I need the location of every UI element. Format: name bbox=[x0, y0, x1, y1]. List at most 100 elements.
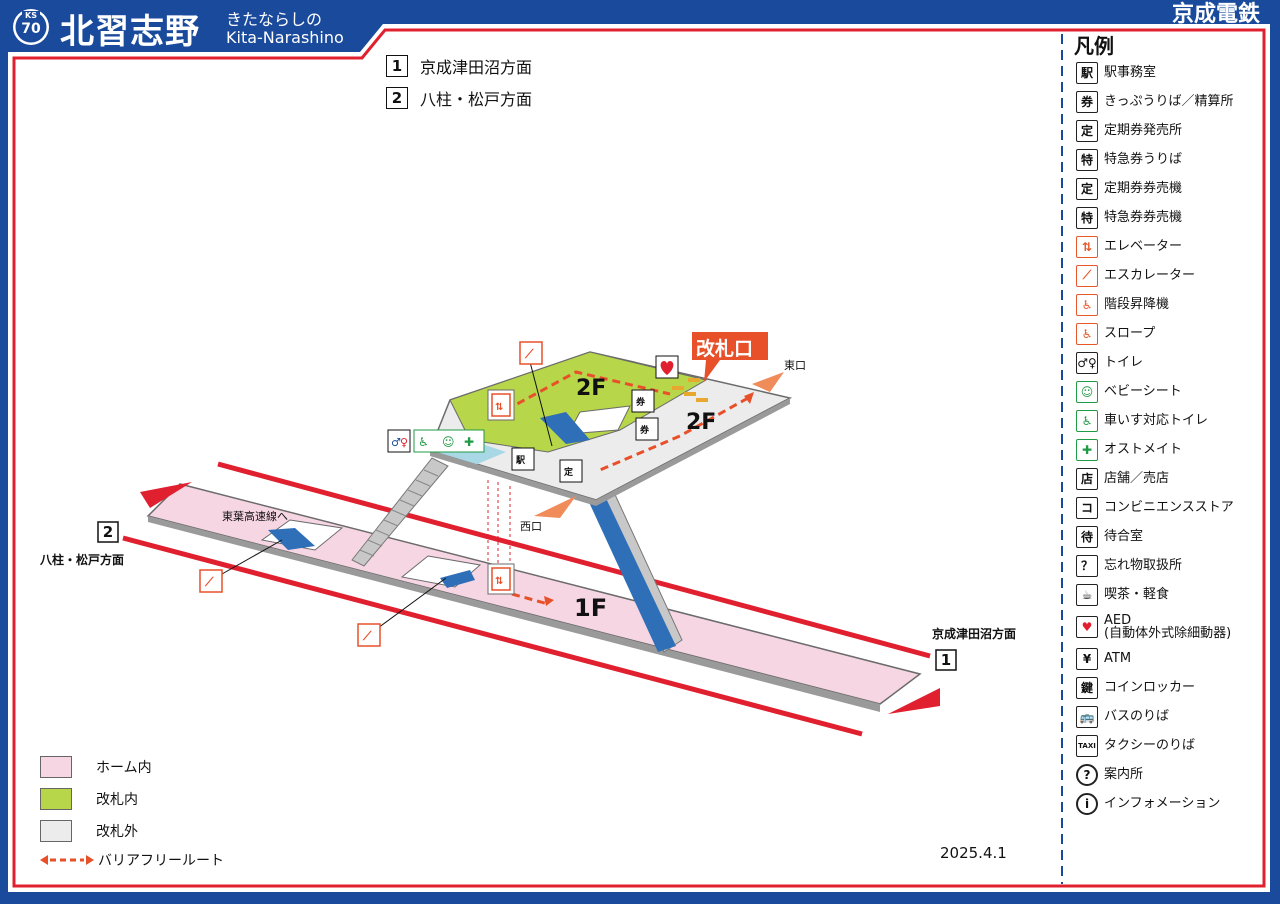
legend-item-text: ATM bbox=[1104, 651, 1132, 666]
legend-item: ✚オストメイト bbox=[1076, 435, 1266, 464]
legend-item-text: バスのりば bbox=[1104, 709, 1170, 724]
legend-item: ☺ベビーシート bbox=[1076, 377, 1266, 406]
legend-item: ♂♀トイレ bbox=[1076, 348, 1266, 377]
map-ticket-office-icon-b bbox=[635, 417, 659, 441]
legend-item-label: 特急券うりば bbox=[1104, 153, 1182, 166]
legend-item: ☕喫茶・軽食 bbox=[1076, 580, 1266, 609]
legend-item: ¥ ATM bbox=[1076, 644, 1266, 673]
legend-item-text: スロープ bbox=[1104, 326, 1156, 341]
legend-item-label: 定期券発売所 bbox=[1104, 124, 1182, 137]
legend-item-label: ベビーシート bbox=[1104, 385, 1182, 398]
key-inside-gate-label: 改札内 bbox=[96, 792, 138, 808]
legend-title: 凡例 bbox=[1074, 34, 1114, 58]
information-desk-icon: ? bbox=[1076, 763, 1098, 786]
escalator-2f bbox=[540, 412, 590, 444]
legend-item-label: 待合室 bbox=[1104, 530, 1143, 543]
legend-item-text: 階段昇降機 bbox=[1104, 297, 1170, 312]
map-escalator-glyph-toyo: ⟋ bbox=[204, 575, 214, 589]
stairs-left-steps bbox=[359, 469, 439, 557]
commuter-pass-machine-icon: 定 bbox=[1076, 177, 1098, 200]
platform-right-label: 京成津田沼方面 bbox=[932, 627, 1017, 641]
aed-icon: ♥ bbox=[1076, 615, 1098, 638]
legend-item-text: きっぷうりば／精算所 bbox=[1104, 94, 1234, 109]
legend-item-text: 案内所 bbox=[1104, 767, 1144, 782]
direction-1-number: 1 bbox=[386, 55, 408, 77]
platform-number-box-2 bbox=[97, 521, 119, 543]
legend-item-text: 定期券券売機 bbox=[1104, 181, 1183, 196]
legend-item-label: 駅事務室 bbox=[1104, 66, 1156, 79]
key-outside-gate-label: 改札外 bbox=[96, 824, 138, 840]
key-platform: ホーム内 bbox=[40, 756, 152, 778]
platform-left-label: 八柱・松戸方面 bbox=[40, 553, 125, 567]
red-inner-border bbox=[12, 28, 1266, 888]
coin-locker-icon: 鍵 bbox=[1076, 676, 1098, 699]
ticket-gate-callout bbox=[692, 332, 768, 360]
legend-item-label: 定期券券売機 bbox=[1104, 182, 1182, 195]
legend-item-text: 定期券発売所 bbox=[1104, 123, 1183, 138]
east-exit-arrow bbox=[752, 372, 784, 392]
stairs-left bbox=[351, 457, 449, 567]
svg-text:定: 定 bbox=[563, 466, 574, 478]
floor-2f-label-b: 2F bbox=[686, 410, 717, 435]
legend-item-text: エレベーター bbox=[1104, 239, 1183, 254]
platform-number-1: 1 bbox=[940, 651, 952, 669]
map-ticket-office-icon-a bbox=[631, 389, 655, 413]
direction-2: 2 八柱・松戸方面 bbox=[386, 86, 532, 110]
escalator-toyo bbox=[268, 528, 315, 550]
station-office-icon: 駅 bbox=[1076, 61, 1098, 84]
map-escalator-glyph-2f: ⟋ bbox=[524, 347, 534, 361]
platform-arrow-left bbox=[140, 482, 192, 508]
ticket-gate-label: 改札口 bbox=[696, 338, 754, 360]
legend-item-label: タクシーのりば bbox=[1104, 739, 1195, 752]
slope-icon: ♿ bbox=[1076, 322, 1098, 345]
legend-item-text: 特急券券売機 bbox=[1104, 210, 1183, 225]
atm-icon: ¥ bbox=[1076, 647, 1098, 670]
station-name-kana: きたならしの bbox=[226, 10, 323, 29]
legend-item-text: 忘れ物取扱所 bbox=[1104, 558, 1183, 573]
taxi-icon: TAXI bbox=[1076, 734, 1098, 757]
legend-item: 券きっぷうりば／精算所 bbox=[1076, 87, 1266, 116]
rail-line-lower bbox=[122, 535, 863, 737]
legend-item-label: バスのりば bbox=[1104, 710, 1169, 723]
legend-item: 🚌バスのりば bbox=[1076, 702, 1266, 731]
map-icons bbox=[97, 341, 957, 671]
elevator-shaft bbox=[487, 480, 511, 572]
barrier-free-route-icon bbox=[40, 855, 94, 865]
map-commuter-pass-icon bbox=[559, 459, 583, 483]
legend-item-text: AED bbox=[1104, 612, 1132, 628]
barrier-free-route bbox=[505, 370, 749, 472]
legend-item-text: ベビーシート bbox=[1104, 384, 1182, 399]
map-elevator-icon-2f bbox=[491, 393, 511, 417]
legend-item-label: ATM bbox=[1104, 652, 1131, 665]
rail-line-upper bbox=[217, 461, 931, 659]
legend-item: 待待合室 bbox=[1076, 522, 1266, 551]
station-name: 北習志野 bbox=[60, 12, 200, 52]
barrier-free-route-1f bbox=[511, 592, 549, 606]
legend-item-label: 特急券券売機 bbox=[1104, 211, 1182, 224]
waiting-room-icon: 待 bbox=[1076, 525, 1098, 548]
legend-item: ? 案内所 bbox=[1076, 760, 1266, 789]
shop-icon: 店 bbox=[1076, 467, 1098, 490]
railway-brand: 京成電鉄 bbox=[1171, 2, 1260, 27]
svg-text:☺: ☺ bbox=[442, 435, 455, 449]
key-barrier-free-label: バリアフリールート bbox=[98, 853, 224, 869]
station-name-roman: Kita-Narashino bbox=[226, 28, 344, 47]
map-escalator-icon-center bbox=[357, 623, 381, 647]
elevator-icon: ⇅ bbox=[1076, 235, 1098, 258]
legend-item-label: 喫茶・軽食 bbox=[1104, 588, 1169, 601]
svg-text:券: 券 bbox=[639, 424, 650, 436]
key-inside-gate-swatch bbox=[40, 788, 72, 810]
convenience-store-icon: コ bbox=[1076, 496, 1098, 519]
legend-item: ココンビニエンスストア bbox=[1076, 493, 1266, 522]
west-exit-label: 西口 bbox=[520, 520, 542, 533]
legend-item-text: 待合室 bbox=[1104, 529, 1144, 544]
legend-list: 駅駅事務室券きっぷうりば／精算所定定期券発売所特特急券うりば定定期券券売機特特急… bbox=[1076, 58, 1266, 818]
legend-item-text: 車いす対応トイレ bbox=[1104, 413, 1209, 428]
platform-edge bbox=[148, 516, 880, 712]
ticket-office-icon: 券 bbox=[1076, 90, 1098, 113]
legend-item-label: コンビニエンスストア bbox=[1104, 501, 1234, 514]
ticket-gates bbox=[672, 378, 708, 402]
direction-1: 1 京成津田沼方面 bbox=[386, 54, 532, 78]
toilet-icon: ♂♀ bbox=[1076, 351, 1098, 374]
